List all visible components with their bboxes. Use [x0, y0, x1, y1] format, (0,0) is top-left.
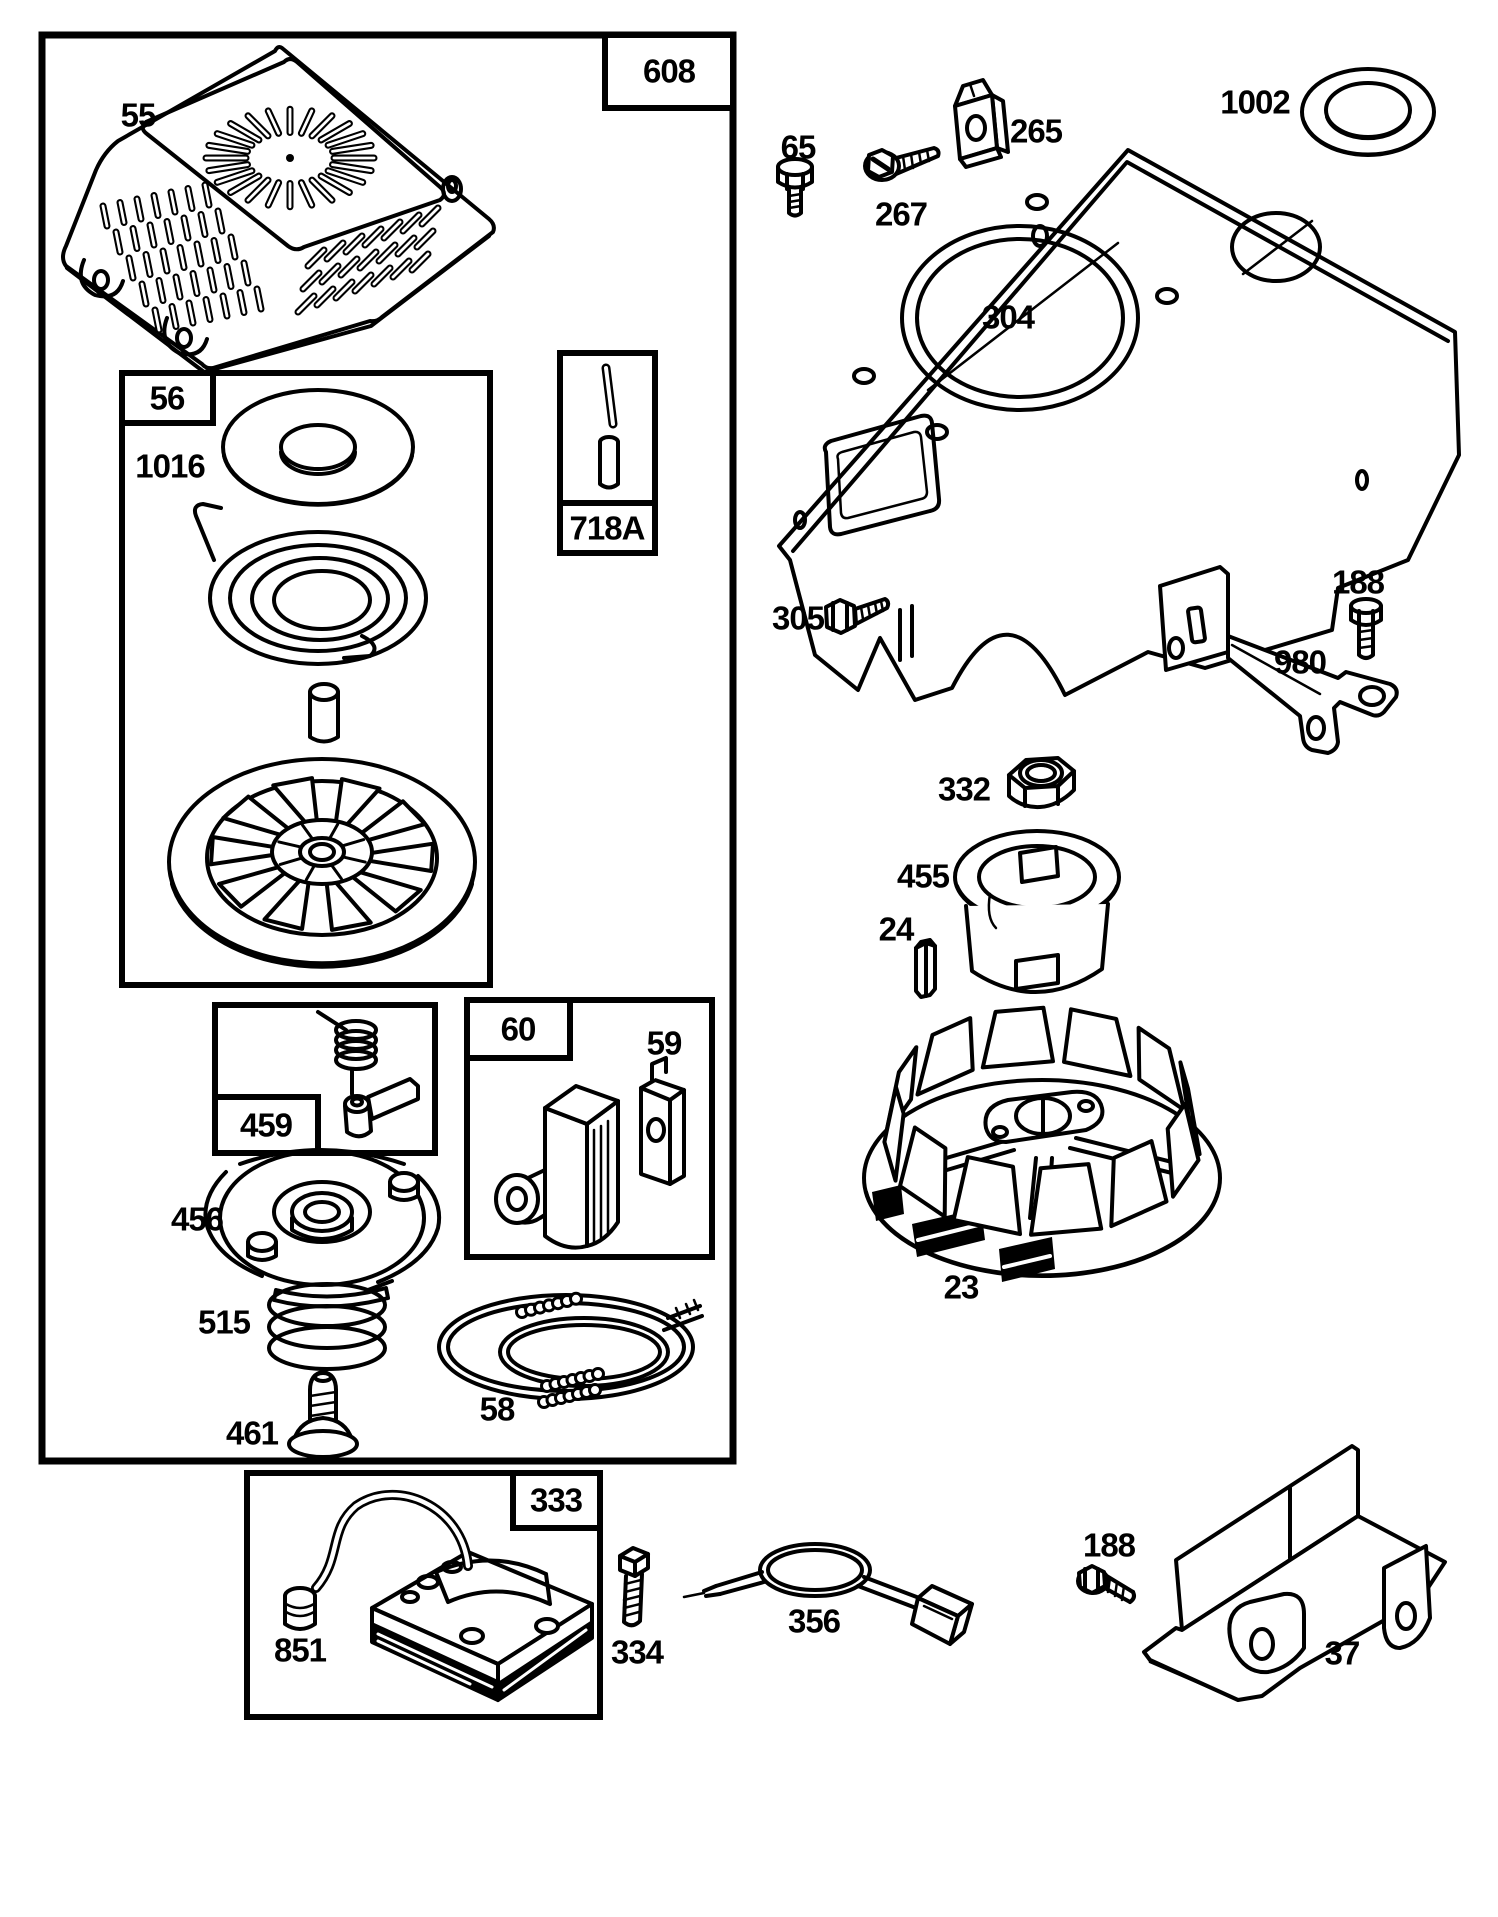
callout-24: 24 — [878, 910, 915, 948]
part-188-top-bolt-drawing — [1349, 597, 1383, 660]
callout-304: 304 — [981, 298, 1035, 336]
callout-60: 60 — [500, 1010, 537, 1048]
part-1002-grommet-drawing — [1300, 67, 1436, 157]
callout-461: 461 — [225, 1414, 279, 1452]
part-333-ignition-coil-drawing — [283, 1489, 594, 1702]
frame-label-box-56 — [119, 370, 216, 426]
part-23-flywheel-drawing — [862, 1005, 1222, 1282]
callout-851: 851 — [273, 1631, 327, 1669]
part-456-ratchet-drawing — [203, 1148, 441, 1309]
part-37-bracket-drawing — [1142, 1444, 1447, 1702]
callout-188-top: 188 — [1331, 563, 1385, 601]
callout-56: 56 — [149, 379, 186, 417]
part-56-pin-drawing — [308, 682, 340, 744]
callout-718A: 718A — [569, 509, 646, 547]
callout-55: 55 — [120, 96, 157, 134]
callout-59: 59 — [646, 1024, 683, 1062]
callout-188-bottom: 188 — [1082, 1526, 1136, 1564]
part-267-screw-drawing — [863, 146, 941, 182]
part-332-nut-drawing — [1007, 756, 1076, 810]
pulley-fins — [209, 776, 435, 932]
frame-label-box-60 — [464, 997, 573, 1061]
callout-333: 333 — [529, 1481, 583, 1519]
frame-box-56 — [119, 370, 493, 988]
callout-65: 65 — [780, 128, 817, 166]
part-304-housing-cover-drawing — [777, 148, 1461, 702]
callout-23: 23 — [943, 1268, 980, 1306]
part-55-blower-housing-drawing — [61, 45, 496, 374]
callout-456: 456 — [170, 1200, 224, 1238]
callout-459: 459 — [239, 1106, 293, 1144]
flywheel-back-blades — [883, 1005, 1202, 1157]
callout-334: 334 — [610, 1633, 664, 1671]
housing-left-slots — [99, 181, 265, 334]
callout-455: 455 — [896, 857, 950, 895]
part-58-starter-rope-drawing — [437, 1291, 704, 1409]
housing-right-slots — [294, 204, 442, 316]
outer-frame — [38, 31, 737, 1465]
part-24-key-drawing — [914, 938, 937, 999]
rope-coil-wraps — [515, 1291, 605, 1409]
pulley-hub-fins — [277, 822, 367, 882]
part-56-recoil-spring-drawing — [192, 502, 428, 666]
part-305-bolt-drawing — [824, 597, 891, 635]
frame-label-box-333 — [510, 1470, 603, 1531]
callout-356: 356 — [787, 1602, 841, 1640]
part-459-spring-pawl-drawing — [316, 1010, 420, 1139]
housing-vent-slots — [202, 105, 378, 211]
part-59-rope-insert-drawing — [639, 1056, 686, 1186]
part-265-clip-drawing — [953, 78, 1010, 169]
part-356-wire-drawing — [682, 1542, 974, 1646]
callout-332: 332 — [937, 770, 991, 808]
part-1016-washer-drawing — [221, 388, 415, 507]
housing-center-dot — [286, 154, 294, 162]
callout-265: 265 — [1009, 112, 1063, 150]
part-56-pulley-drawing — [167, 757, 477, 969]
callout-37: 37 — [1324, 1634, 1361, 1672]
part-718A-pins-drawing — [598, 363, 620, 490]
flywheel-front-blades — [882, 1085, 1201, 1237]
part-188-bottom-screw-drawing — [1076, 1564, 1136, 1604]
part-65-bolt-drawing — [776, 157, 814, 218]
callout-980: 980 — [1273, 643, 1327, 681]
callout-515: 515 — [197, 1303, 251, 1341]
part-334-bolt-drawing — [618, 1546, 650, 1628]
part-515-spring-drawing — [267, 1279, 394, 1371]
callout-1016: 1016 — [135, 447, 205, 485]
callout-305: 305 — [771, 599, 825, 637]
callout-267: 267 — [874, 195, 928, 233]
part-455-starter-cup-drawing — [953, 829, 1121, 994]
part-461-screw-drawing — [287, 1370, 359, 1459]
callout-58: 58 — [479, 1390, 516, 1428]
part-60-starter-grip-drawing — [494, 1084, 620, 1250]
frame-label-box-459 — [212, 1094, 321, 1156]
callout-1002: 1002 — [1220, 83, 1290, 121]
callout-608: 608 — [642, 52, 696, 90]
part-980-bracket-drawing — [1158, 565, 1399, 755]
frame-label-box-608 — [602, 32, 736, 111]
